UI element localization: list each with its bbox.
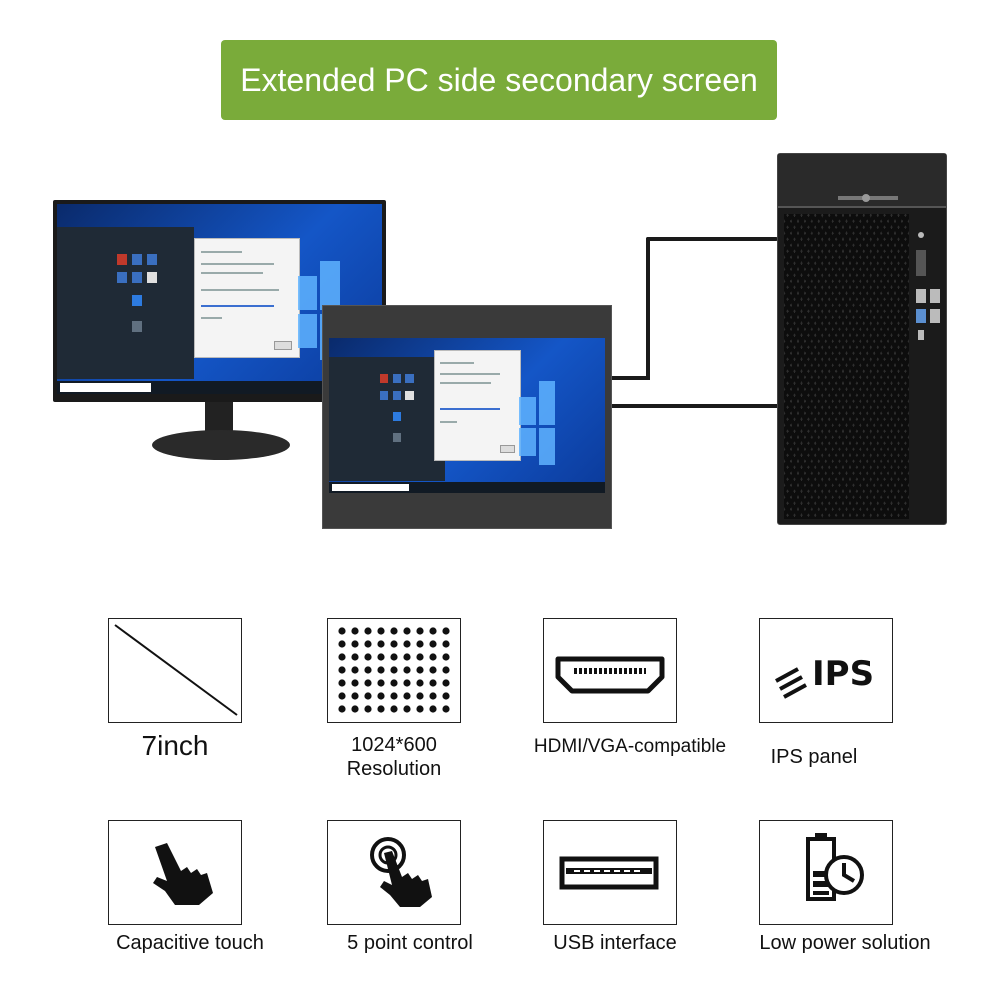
feature-power-label: Low power solution [759,932,931,954]
feature-multitouch-box [327,820,461,925]
feature-hdmi-box [543,618,677,723]
dot-grid-icon [338,627,450,713]
desktop-pc-tower [777,153,947,525]
feature-ips-box: IPS [759,618,893,723]
diagonal-line-icon [114,624,238,716]
feature-usb-box [543,820,677,925]
portable-screen-display [329,338,605,493]
feature-resolution-box [327,618,461,723]
touch-tap-icon [370,837,432,907]
feature-touch-label: Capacitive touch [116,932,264,954]
portable-secondary-screen [322,305,612,529]
monitor-stand [205,402,233,434]
pointing-hand-icon [153,843,213,905]
feature-ips-label: IPS panel [770,746,858,768]
monitor-base [152,430,290,460]
feature-resolution-sublabel: Resolution [346,758,442,780]
feature-size-box [108,618,242,723]
feature-hdmi-label: HDMI/VGA-compatible [533,736,727,757]
feature-touch-box [108,820,242,925]
product-illustration [0,140,1001,540]
battery-clock-icon [806,833,864,901]
main-monitor-screen [57,204,382,394]
feature-resolution-label: 1024*600 [351,734,437,756]
feature-usb-label: USB interface [553,932,677,954]
banner-title: Extended PC side secondary screen [240,61,758,98]
hdmi-port-icon [555,656,665,694]
ips-icon: IPS [775,654,874,699]
feature-size-label: 7inch [141,730,209,761]
usb-port-icon [559,856,659,890]
feature-power-box [759,820,893,925]
svg-text:IPS: IPS [812,654,874,694]
title-banner: Extended PC side secondary screen [221,40,777,120]
feature-multitouch-label: 5 point control [347,932,473,954]
main-monitor [53,200,386,402]
